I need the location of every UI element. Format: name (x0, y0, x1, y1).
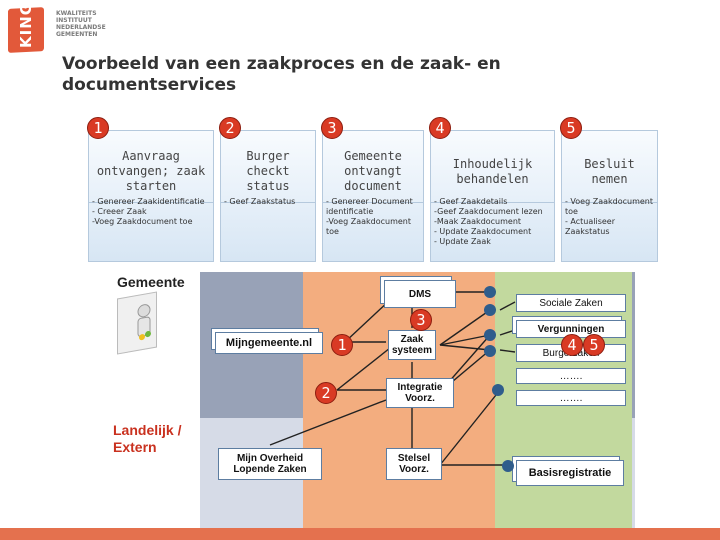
logo-line: KWALITEITS (56, 10, 97, 17)
diagram-badge: 4 (561, 334, 583, 356)
connector-dot (484, 345, 496, 357)
connector-line (499, 329, 516, 336)
step-badge: 4 (429, 117, 451, 139)
step-actions: - Voeg Zaakdocument toe - Actualiseer Za… (565, 197, 653, 236)
etc-box: ……. (516, 390, 626, 406)
stelsel-box: Stelsel Voorz. (386, 448, 442, 480)
step-badge: 1 (87, 117, 109, 139)
connector-line (499, 349, 516, 353)
connector-dot (492, 384, 504, 396)
logo-line: GEMEENTEN (56, 31, 98, 38)
person-icon (137, 304, 151, 341)
etc-box: ……. (516, 368, 626, 384)
step-actions: - Genereer Document identificatie -Voeg … (326, 197, 413, 236)
diagram-badge: 2 (315, 382, 337, 404)
step-title: Gemeente ontvangt document (323, 131, 423, 203)
diagram-badge: 1 (331, 334, 353, 356)
connector-dot (502, 460, 514, 472)
mijnoverheid-box: Mijn Overheid Lopende Zaken (218, 448, 322, 480)
integratie-box: Integratie Voorz. (386, 378, 454, 408)
step-badge: 5 (560, 117, 582, 139)
section-landelijk: Landelijk / Extern (113, 422, 182, 455)
logo-line: INSTITUUT (56, 17, 92, 24)
step-badge: 2 (219, 117, 241, 139)
dms-box: DMS (384, 280, 456, 308)
step-actions: - Geef Zaakdetails -Geef Zaakdocument le… (434, 197, 543, 246)
connector-line (439, 344, 491, 351)
step-actions: - Genereer Zaakidentificatie - Creeer Za… (92, 197, 205, 226)
logo-line: NEDERLANDSE (56, 24, 106, 31)
step-card-1: Aanvraag ontvangen; zaak starten - Gener… (88, 130, 214, 262)
connector-line (499, 301, 516, 311)
connector-line (269, 399, 387, 446)
page-title: Voorbeeld van een zaakproces en de zaak-… (62, 54, 501, 95)
step-actions: - Geef Zaakstatus (224, 197, 296, 206)
step-title: Besluit nemen (562, 131, 657, 203)
diagram-badge: 5 (583, 334, 605, 356)
mijngemeente-box: Mijngemeente.nl (215, 332, 323, 354)
step-title: Aanvraag ontvangen; zaak starten (89, 131, 213, 203)
ground-strip (0, 528, 720, 540)
step-card-3: Gemeente ontvangt document - Genereer Do… (322, 130, 424, 262)
step-card-5: Besluit nemen - Voeg Zaakdocument toe - … (561, 130, 658, 262)
step-badge: 3 (321, 117, 343, 139)
connector-line (439, 334, 491, 346)
step-title: Inhoudelijk behandelen (431, 131, 554, 203)
connector-line (439, 309, 491, 346)
step-card-4: Inhoudelijk behandelen - Geef Zaakdetail… (430, 130, 555, 262)
connector-dot (484, 329, 496, 341)
section-gemeente: Gemeente (117, 274, 185, 290)
diagram-badge: 3 (410, 309, 432, 331)
connector-line (336, 347, 391, 391)
connector-line (344, 299, 391, 343)
user-figure (117, 291, 157, 355)
connector-dot (484, 286, 496, 298)
connector-line (439, 389, 501, 466)
step-card-2: Burger checkt status - Geef Zaakstatus (220, 130, 316, 262)
sociale-zaken-box: Sociale Zaken (516, 294, 626, 312)
zaaksysteem-box: Zaak systeem (388, 330, 436, 360)
step-title: Burger checkt status (221, 131, 315, 203)
basisregistratie-box: Basisregistratie (516, 460, 624, 486)
connector-dot (484, 304, 496, 316)
